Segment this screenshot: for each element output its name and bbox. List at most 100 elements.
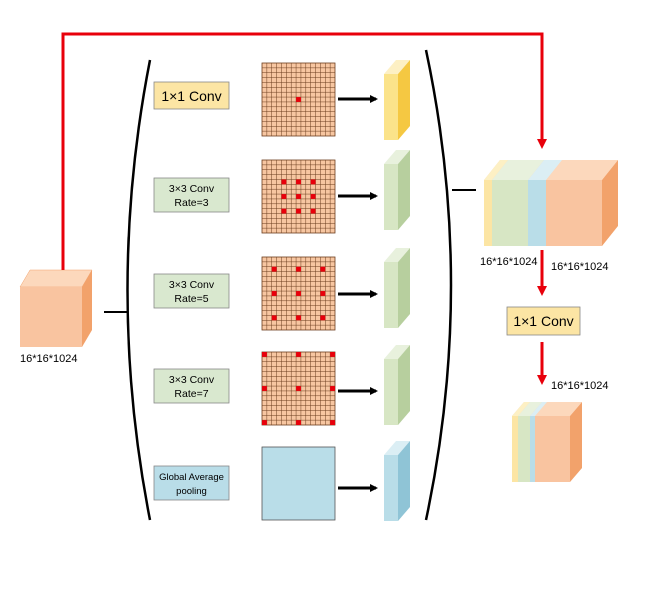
right-bracket: [424, 49, 453, 521]
slab-side: [398, 150, 410, 230]
slab-side: [398, 248, 410, 328]
branch-label-conv3x3-rate5: 3×3 Conv Rate=5: [153, 273, 230, 309]
kernel-grid-conv3x3-r3: [261, 159, 336, 234]
sampled-cell: [271, 315, 277, 321]
slab-top: [384, 150, 410, 164]
sampled-cell: [296, 208, 301, 214]
input-cube-top: [19, 269, 93, 288]
output-top-green: [518, 402, 542, 416]
branch-label-text-line1: 3×3 Conv: [169, 374, 215, 386]
slab-top: [384, 248, 410, 262]
sampled-cell: [281, 194, 287, 199]
slab-side: [398, 345, 410, 425]
slab-top: [384, 60, 410, 74]
kernel-grids: [261, 62, 336, 521]
sampled-cell: [296, 97, 301, 102]
slab-side: [398, 60, 410, 140]
kernel-grid-conv1x1: [261, 62, 336, 137]
sampled-cell: [296, 315, 301, 321]
concat-slice-blue: [528, 180, 546, 246]
output-slice-green: [518, 416, 530, 482]
branch-box: [153, 177, 230, 213]
grid-background: [261, 446, 336, 521]
branch-label-text-line2: Rate=7: [174, 388, 208, 400]
branch-label-text-line1: Global Average: [159, 472, 224, 483]
kernel-grid-conv3x3-r5: [261, 256, 336, 331]
left-bracket: [126, 59, 152, 521]
concat-slice-yellow: [484, 180, 492, 246]
slab-top: [384, 441, 410, 455]
sampled-cell: [281, 179, 287, 185]
branch-box: [153, 81, 230, 110]
branch-label-conv3x3-rate3: 3×3 Conv Rate=3: [153, 177, 230, 213]
output-slab-rate3: [384, 150, 410, 230]
concat-size-label-left: 16*16*1024: [480, 256, 538, 268]
sampled-cell: [262, 352, 267, 357]
branch-label-text-line1: 3×3 Conv: [169, 183, 215, 195]
concat-top-yellow: [484, 160, 508, 180]
sampled-cell: [296, 179, 301, 185]
output-side: [570, 402, 582, 482]
branch-label-text: 1×1 Conv: [161, 88, 221, 104]
sampled-cell: [320, 266, 326, 272]
output-slab-conv1x1: [384, 60, 410, 140]
branch-label-conv1x1: 1×1 Conv: [153, 81, 230, 110]
sampled-cell: [296, 194, 301, 199]
grid-background: [261, 62, 336, 137]
slab-front: [384, 164, 398, 230]
output-slice-blue: [530, 416, 535, 482]
sampled-cell: [296, 266, 301, 272]
output-slice-orange: [535, 416, 570, 482]
concat-side: [602, 160, 618, 246]
sampled-cell: [296, 420, 301, 425]
input-cube-front: [20, 287, 82, 347]
sampled-cell: [296, 291, 301, 296]
sampled-cell: [262, 420, 267, 425]
output-top-blue: [530, 402, 547, 416]
sampled-cell: [330, 420, 335, 425]
slab-side: [398, 441, 410, 521]
sampled-cell: [310, 194, 316, 199]
concat-top-green: [492, 160, 544, 180]
input-feature-cube: [19, 269, 93, 347]
sampled-cell: [330, 386, 335, 391]
branch-label-text-line2: Rate=5: [174, 293, 208, 305]
sampled-cell: [262, 386, 267, 391]
output-slab-rate5: [384, 248, 410, 328]
sampled-cell: [320, 291, 326, 296]
branch-label-global-pooling: Global Average pooling: [153, 465, 230, 501]
output-size-label: 16*16*1024: [551, 380, 609, 392]
branch-box: [153, 465, 230, 501]
branch-label-text-line2: pooling: [176, 486, 207, 497]
branch-label-conv3x3-rate7: 3×3 Conv Rate=7: [153, 368, 230, 404]
sampled-cell: [320, 315, 326, 321]
input-size-label: 16*16*1024: [20, 353, 78, 365]
final-conv-label: 1×1 Conv: [513, 313, 573, 329]
sampled-cell: [296, 386, 301, 391]
sampled-cell: [271, 266, 277, 272]
output-feature-block: [512, 402, 582, 482]
output-slab-rate7: [384, 345, 410, 425]
input-cube-side: [82, 270, 92, 347]
kernel-grid-global-pool: [261, 446, 336, 521]
concat-size-label-right: 16*16*1024: [551, 261, 609, 273]
slab-front: [384, 74, 398, 140]
concat-slice-green: [492, 180, 528, 246]
output-top-yellow: [512, 402, 530, 416]
sampled-cell: [296, 352, 301, 357]
final-conv-rect: [506, 306, 581, 336]
slab-front: [384, 262, 398, 328]
concat-slice-orange: [546, 180, 602, 246]
slab-top: [384, 345, 410, 359]
output-slice-yellow: [512, 416, 518, 482]
final-conv-box: 1×1 Conv: [506, 306, 581, 336]
sampled-cell: [310, 179, 316, 185]
sampled-cell: [330, 352, 335, 357]
sampled-cell: [281, 208, 287, 214]
kernel-grid-conv3x3-r7: [261, 351, 336, 426]
sampled-cell: [310, 208, 316, 214]
branch-label-text-line1: 3×3 Conv: [169, 279, 215, 291]
output-slab-pooling: [384, 441, 410, 521]
sampled-cell: [271, 291, 277, 296]
